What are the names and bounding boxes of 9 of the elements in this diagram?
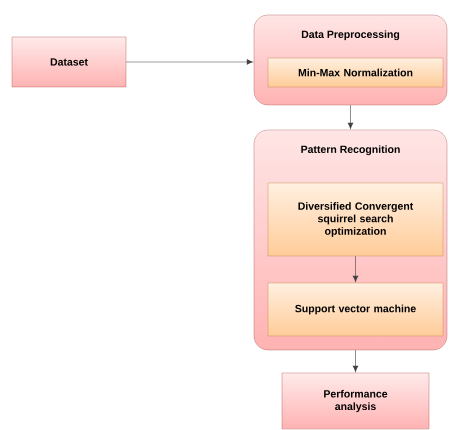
step-box: Min-Max Normalization (268, 58, 444, 88)
arrow (126, 59, 254, 65)
arrow (352, 350, 358, 372)
step-box: Diversified Convergent squirrel search optimization (268, 182, 444, 256)
arrow (352, 256, 358, 282)
step-box: Support vector machine (268, 282, 444, 336)
process-box: Dataset (12, 36, 126, 88)
process-box: Performance analysis (282, 372, 430, 430)
arrow (348, 104, 354, 129)
